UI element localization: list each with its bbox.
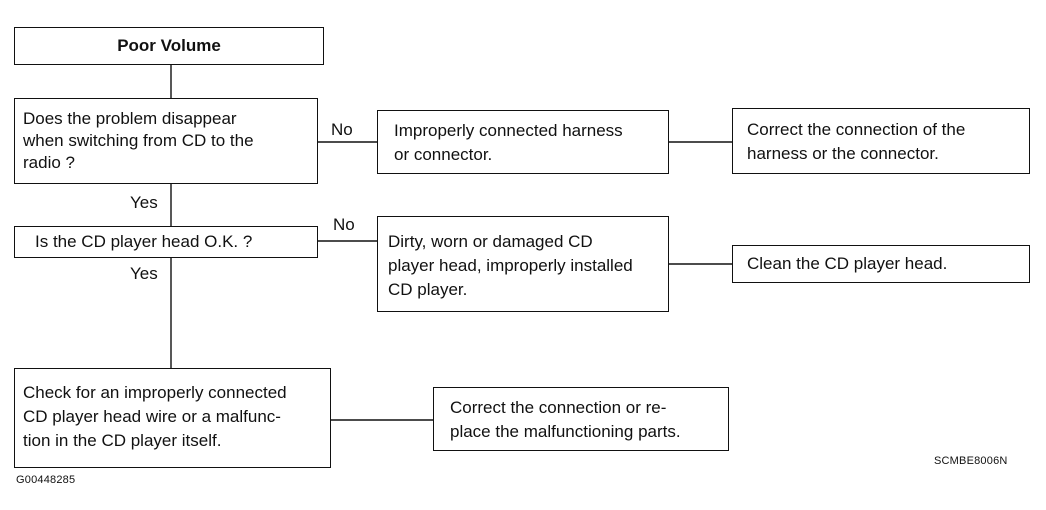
action1-line: harness or the connector. (747, 144, 939, 163)
final-action-line: place the malfunctioning parts. (450, 422, 681, 441)
check-box-head-wire: Check for an improperly connected CD pla… (14, 368, 331, 468)
q1-yes-label: Yes (130, 193, 158, 212)
result1-line: Improperly connected harness (394, 121, 623, 140)
action1-line: Correct the connection of the (747, 120, 966, 139)
question2-text: Is the CD player head O.K. ? (35, 232, 253, 251)
q1-no-label: No (331, 120, 353, 139)
action-box-correct-harness: Correct the connection of the harness or… (732, 108, 1030, 174)
result2-line: Dirty, worn or damaged CD (388, 232, 593, 251)
question1-line: when switching from CD to the (23, 131, 254, 150)
final-line: Check for an improperly connected (23, 383, 287, 402)
document-code: G00448285 (16, 474, 76, 486)
question1-line: radio ? (23, 153, 75, 172)
result2-line: CD player. (388, 280, 468, 299)
start-box-poor-volume: Poor Volume (14, 27, 324, 65)
final-line: tion in the CD player itself. (23, 431, 222, 450)
result1-line: or connector. (394, 145, 493, 164)
q2-no-label: No (333, 215, 355, 234)
question-box-cd-to-radio: Does the problem disappear when switchin… (14, 98, 318, 184)
action-box-clean-head: Clean the CD player head. (732, 245, 1030, 283)
result-box-dirty-head: Dirty, worn or damaged CD player head, i… (377, 216, 669, 312)
figure-code: SCMBE8006N (934, 455, 1008, 467)
start-title: Poor Volume (117, 36, 221, 55)
action2-text: Clean the CD player head. (747, 254, 948, 273)
result-box-harness: Improperly connected harness or connecto… (377, 110, 669, 174)
q2-yes-label: Yes (130, 264, 158, 283)
question-box-cd-head-ok: Is the CD player head O.K. ? (14, 226, 318, 258)
question1-line: Does the problem disappear (23, 109, 237, 128)
action-box-replace-parts: Correct the connection or re- place the … (433, 387, 729, 451)
final-action-line: Correct the connection or re- (450, 398, 667, 417)
final-line: CD player head wire or a malfunc- (23, 407, 281, 426)
result2-line: player head, improperly installed (388, 256, 633, 275)
